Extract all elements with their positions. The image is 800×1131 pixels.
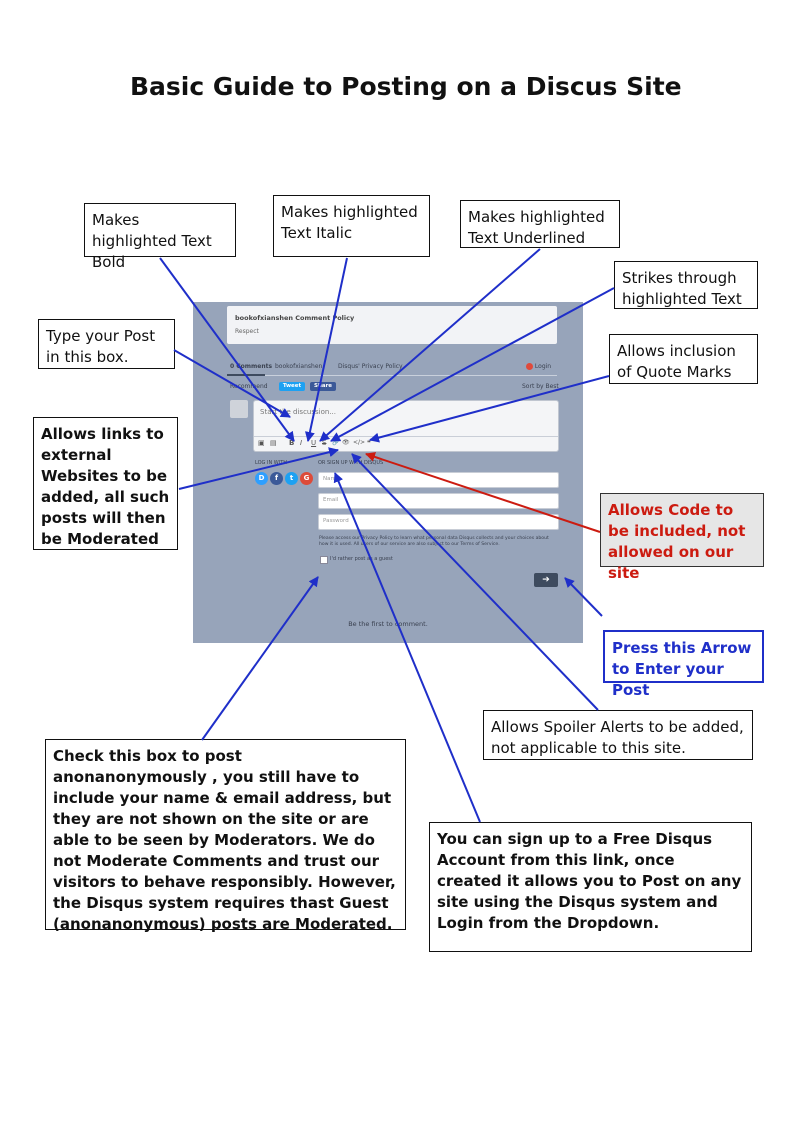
email-field[interactable]: Email [318, 493, 559, 509]
image-upload-icon[interactable]: ▣ [258, 439, 265, 447]
email-placeholder: Email [323, 497, 339, 503]
callout-guest: Check this box to post anonanonymously ,… [45, 739, 406, 933]
bold-button[interactable]: B [289, 439, 295, 447]
comment-placeholder: Start the discussion... [260, 408, 336, 416]
sort-dropdown[interactable]: Sort by Best [522, 383, 559, 390]
tab-comments[interactable]: 0 Comments [230, 363, 273, 370]
google-login-icon[interactable]: G [300, 472, 313, 485]
privacy-notice: Please access our Privacy Policy to lear… [319, 536, 549, 547]
callout-type-post: Type your Post in this box. [38, 319, 175, 369]
empty-comments-text: Be the first to comment. [348, 620, 428, 628]
disqus-login-icon[interactable]: D [255, 472, 268, 485]
callout-links: Allows links to external Websites to be … [33, 417, 178, 550]
link-icon[interactable]: 🔗 [332, 439, 340, 446]
callout-code: Allows Code to be included, not allowed … [600, 493, 764, 582]
callout-strike: Strikes through highlighted Text [614, 261, 758, 309]
comment-policy-panel: bookofxianshen Comment Policy Respect [227, 306, 557, 344]
login-dropdown[interactable]: Login [526, 363, 551, 370]
italic-button[interactable]: I [300, 439, 303, 447]
callout-signup: You can sign up to a Free Disqus Account… [429, 822, 752, 952]
twitter-login-icon[interactable]: t [285, 472, 298, 485]
editor-toolbar: ▣ ▤ B I U S 🔗 👁 </> ❝ [254, 436, 558, 451]
media-icon[interactable]: ▤ [270, 439, 277, 447]
tab-privacy[interactable]: Disqus' Privacy Policy [338, 363, 403, 370]
quote-button[interactable]: ❝ [367, 439, 371, 447]
facebook-login-icon[interactable]: f [270, 472, 283, 485]
policy-text: Respect [235, 328, 259, 335]
strike-button[interactable]: S [322, 439, 327, 447]
login-badge-icon [526, 363, 533, 370]
callout-quote: Allows inclusion of Quote Marks [609, 334, 758, 384]
name-field[interactable]: Name [318, 472, 559, 488]
guest-checkbox-label: I'd rather post as a guest [330, 556, 393, 562]
callout-underline: Makes highlighted Text Underlined [460, 200, 620, 248]
callout-submit: Press this Arrow to Enter your Post [603, 630, 764, 699]
tab-site[interactable]: bookofxianshen [275, 363, 323, 370]
login-label: Login [534, 363, 552, 370]
code-button[interactable]: </> [353, 439, 366, 446]
name-placeholder: Name [323, 476, 340, 482]
page-title: Basic Guide to Posting on a Discus Site [130, 72, 682, 101]
spoiler-icon[interactable]: 👁 [342, 439, 350, 446]
callout-bold: Makes highlighted Text Bold [84, 203, 236, 271]
avatar [230, 400, 248, 418]
login-with-label: LOG IN WITH [255, 460, 288, 466]
password-field[interactable]: Password [318, 514, 559, 530]
active-tab-underline [227, 374, 265, 376]
submit-arrow-button[interactable]: ➔ [534, 573, 558, 587]
disqus-screenshot: bookofxianshen Comment Policy Respect 0 … [193, 302, 583, 643]
policy-title: bookofxianshen Comment Policy [235, 314, 355, 322]
callout-spoiler: Allows Spoiler Alerts to be added, not a… [483, 710, 753, 760]
guest-checkbox[interactable] [320, 556, 328, 564]
callout-italic: Makes highlighted Text Italic [273, 195, 430, 257]
tabs-divider [227, 375, 557, 376]
tweet-button[interactable]: Tweet [279, 382, 305, 391]
signup-label[interactable]: OR SIGN UP WITH DISQUS [318, 460, 384, 466]
comment-editor[interactable]: Start the discussion... ▣ ▤ B I U S 🔗 👁 … [253, 400, 559, 452]
recommend-button[interactable]: Recommend [230, 383, 268, 390]
underline-button[interactable]: U [311, 439, 317, 447]
password-placeholder: Password [323, 518, 349, 524]
share-button[interactable]: Share [310, 382, 336, 391]
